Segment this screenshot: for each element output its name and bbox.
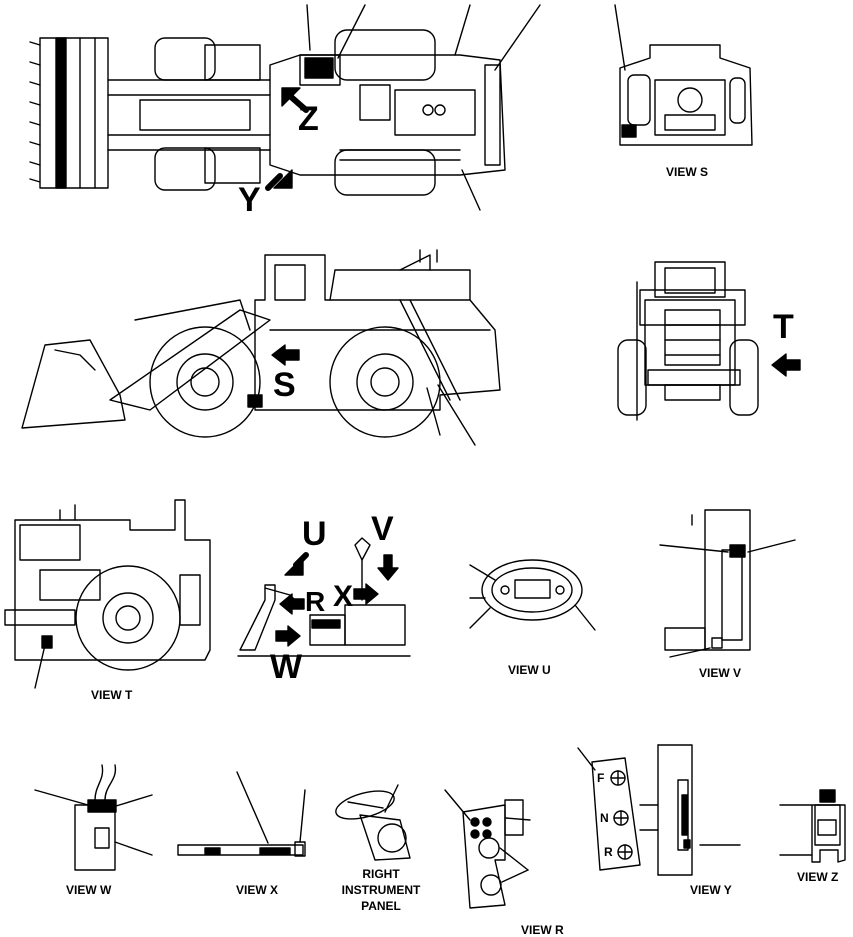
lever-label-f: F [597, 771, 605, 785]
machine-front-view [617, 261, 801, 421]
caption-view-v: VIEW V [699, 666, 742, 680]
view-t-drawing [4, 499, 211, 689]
machine-top-view [29, 4, 541, 211]
caption-view-y: VIEW Y [690, 883, 732, 897]
arrow-label-x: X [333, 580, 354, 613]
caption-view-r: VIEW R [521, 923, 564, 937]
caption-rip-line3: PANEL [361, 899, 401, 913]
bucket-teeth [29, 41, 41, 183]
caption-view-s: VIEW S [666, 165, 709, 179]
lever-position-plate [577, 747, 641, 871]
view-s-drawing [614, 4, 753, 146]
caption-view-t: VIEW T [91, 688, 133, 702]
caption-view-w: VIEW W [66, 883, 112, 897]
caption-rip-line2: INSTRUMENT [341, 883, 421, 897]
arrow-label-z: Z [298, 100, 319, 138]
view-r-drawing [444, 789, 531, 909]
lever-label-r: R [604, 845, 613, 859]
cab-schematic [237, 537, 411, 657]
arrow-label-w: W [270, 648, 303, 686]
arrow-label-u: U [302, 515, 327, 553]
arrow-label-t: T [773, 308, 794, 346]
arrow-label-s: S [273, 366, 296, 404]
caption-view-z: VIEW Z [797, 870, 839, 884]
view-u-drawing [469, 559, 596, 631]
caption-view-x: VIEW X [236, 883, 279, 897]
view-w-drawing [34, 764, 153, 871]
arrow-label-v: V [371, 510, 394, 548]
arrow-label-y: Y [238, 181, 261, 219]
right-instrument-panel-drawing [335, 784, 411, 861]
view-y-drawing [639, 744, 741, 876]
view-v-drawing [659, 509, 796, 658]
machine-side-view [21, 249, 501, 446]
caption-view-u: VIEW U [508, 663, 551, 677]
view-x-drawing [177, 771, 306, 857]
arrow-label-r: R [305, 586, 326, 617]
caption-rip-line1: RIGHT [362, 867, 400, 881]
view-z-drawing [779, 789, 846, 863]
caption-right-instrument-panel: RIGHT INSTRUMENT PANEL [322, 866, 440, 914]
lever-label-n: N [600, 811, 609, 825]
